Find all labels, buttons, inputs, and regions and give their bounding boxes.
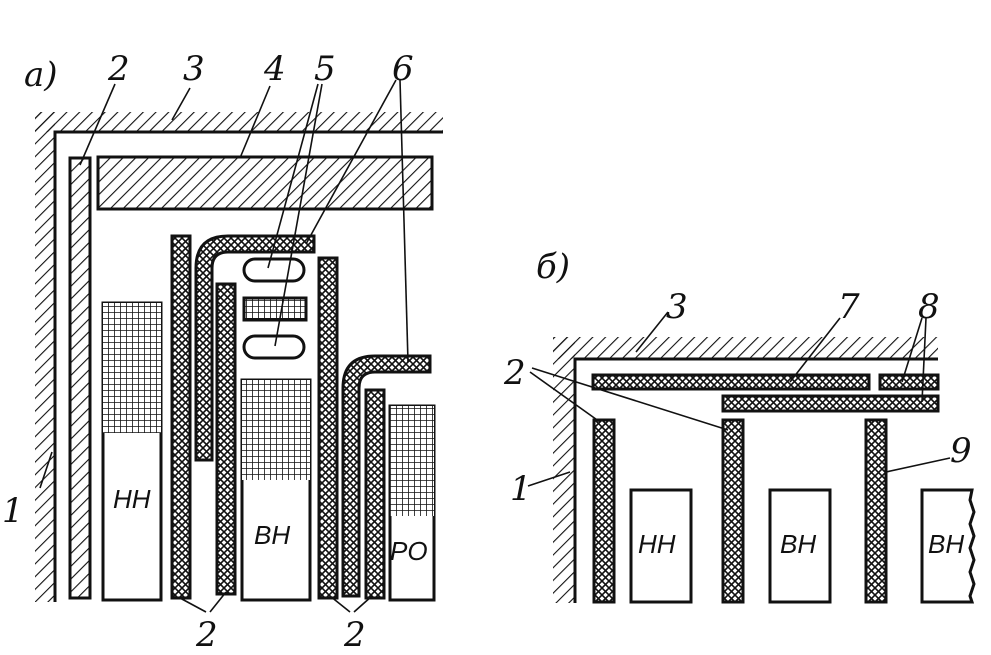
- panel-a-tag: а): [24, 55, 58, 95]
- barrier-cylinder-b2: [721, 418, 745, 604]
- label-b-8: 8: [918, 287, 940, 327]
- winding-nn-a: НН: [101, 301, 163, 602]
- winding-label-vn-b2: ВН: [928, 529, 964, 559]
- label-a-3: 3: [183, 49, 205, 89]
- barrier-cylinder-b3: [864, 418, 888, 604]
- barrier-cylinder-a4: [364, 388, 386, 600]
- label-b-3: 3: [666, 287, 688, 327]
- winding-label-vn-a: ВН: [254, 520, 290, 550]
- winding-vn-b1: ВН: [768, 488, 832, 604]
- winding-vn-a: ВН: [240, 378, 312, 602]
- label-a-2-top: 2: [107, 49, 130, 89]
- label-a-5: 5: [314, 49, 336, 89]
- yoke-plate-7: [591, 373, 871, 391]
- leader-lines-b: [527, 311, 951, 487]
- label-b-1: 1: [510, 469, 532, 509]
- panel-a: НН ВН РО: [2, 49, 443, 655]
- label-a-2-bottom-left: 2: [195, 615, 218, 655]
- spacer-oval-2: [242, 334, 306, 360]
- winding-label-ro-a: РО: [390, 536, 428, 566]
- angle-ring-a2: [341, 354, 432, 598]
- barrier-cylinder-b1: [592, 418, 616, 604]
- label-a-4: 4: [263, 49, 286, 89]
- angle-ring-a1: [194, 234, 316, 462]
- winding-label-nn-a: НН: [113, 484, 151, 514]
- label-b-2: 2: [503, 353, 526, 393]
- tank-wall-b: [553, 337, 938, 603]
- panel-b: НН ВН ВН б) 3 7 8 2 9 1: [503, 247, 976, 604]
- winding-nn-b: НН: [629, 488, 693, 604]
- leader-lines-a: [39, 79, 409, 613]
- yoke-strip-a: [68, 156, 92, 600]
- barrier-cylinder-a2: [215, 282, 237, 596]
- label-a-6: 6: [392, 49, 414, 89]
- winding-ro-a: РО: [388, 404, 436, 602]
- spacer-block: [242, 296, 308, 322]
- winding-label-nn-b: НН: [638, 529, 676, 559]
- winding-vn-b2: ВН: [920, 488, 976, 604]
- spacer-oval-1: [242, 257, 306, 283]
- barrier-cylinder-a1: [170, 234, 192, 600]
- yoke-beam-4: [96, 155, 434, 211]
- winding-label-vn-b1: ВН: [780, 529, 816, 559]
- panel-b-tag: б): [536, 247, 570, 287]
- label-b-9: 9: [950, 431, 972, 471]
- yoke-plate-8a: [878, 373, 940, 391]
- yoke-plate-8b: [721, 394, 940, 413]
- label-a-2-bottom-right: 2: [343, 615, 366, 655]
- barrier-cylinder-a3: [317, 256, 339, 600]
- label-b-7: 7: [838, 287, 860, 327]
- label-a-1: 1: [2, 491, 24, 531]
